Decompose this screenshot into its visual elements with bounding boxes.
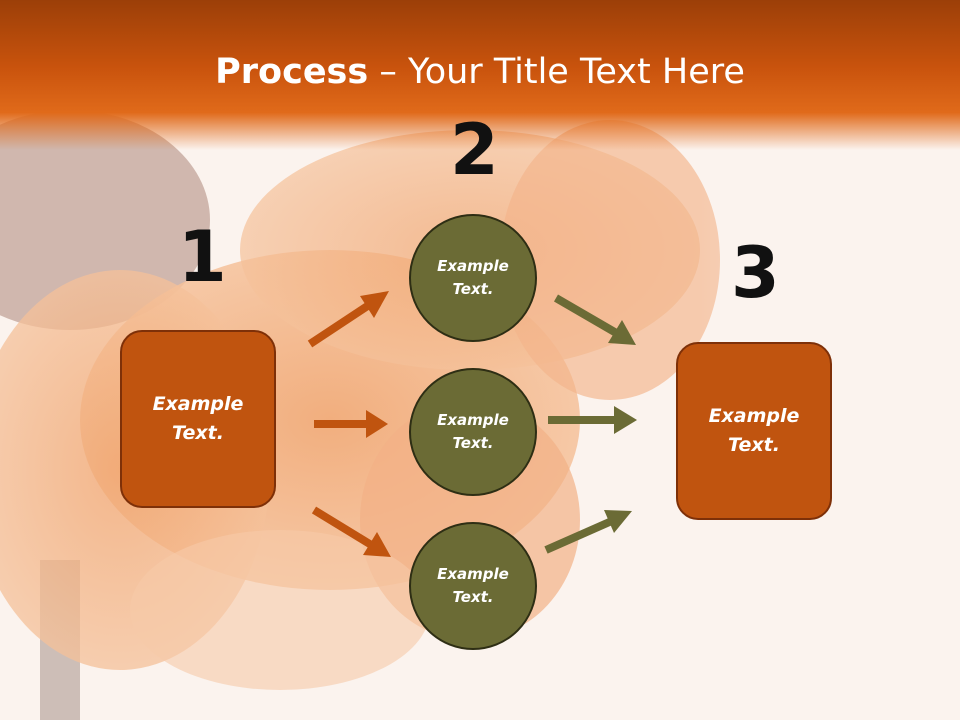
arrow-1-to-top [307, 291, 389, 348]
arrow-1-to-bottom [311, 506, 391, 557]
title-dash: – [368, 52, 408, 92]
arrow-top-to-3 [553, 294, 636, 345]
step-1-text-line2: Text. [172, 422, 224, 444]
arrow-bottom-to-3 [544, 510, 632, 554]
step-3-text-line1: Example [708, 405, 800, 427]
step-number-2: 2 [450, 109, 499, 191]
circle-middle-text-line1: Example [437, 411, 509, 429]
step-number-1: 1 [178, 216, 227, 298]
title-rest: Your Title Text Here [407, 52, 745, 92]
circle-top-text-line1: Example [437, 257, 509, 275]
circle-bottom-text-line1: Example [437, 565, 509, 583]
step-3-text-line2: Text. [728, 434, 780, 456]
title-band [0, 0, 960, 150]
step-number-3: 3 [731, 232, 780, 314]
title-bold: Process [215, 52, 369, 92]
circle-bottom-text-line2: Text. [452, 588, 494, 606]
circle-middle-text-line2: Text. [452, 434, 494, 452]
step-1-text-line1: Example [152, 393, 244, 415]
circle-top-text-line2: Text. [452, 280, 494, 298]
arrow-1-to-middle [314, 410, 388, 438]
arrow-middle-to-3 [548, 406, 637, 434]
slide-title: Process – Your Title Text Here [0, 52, 960, 92]
